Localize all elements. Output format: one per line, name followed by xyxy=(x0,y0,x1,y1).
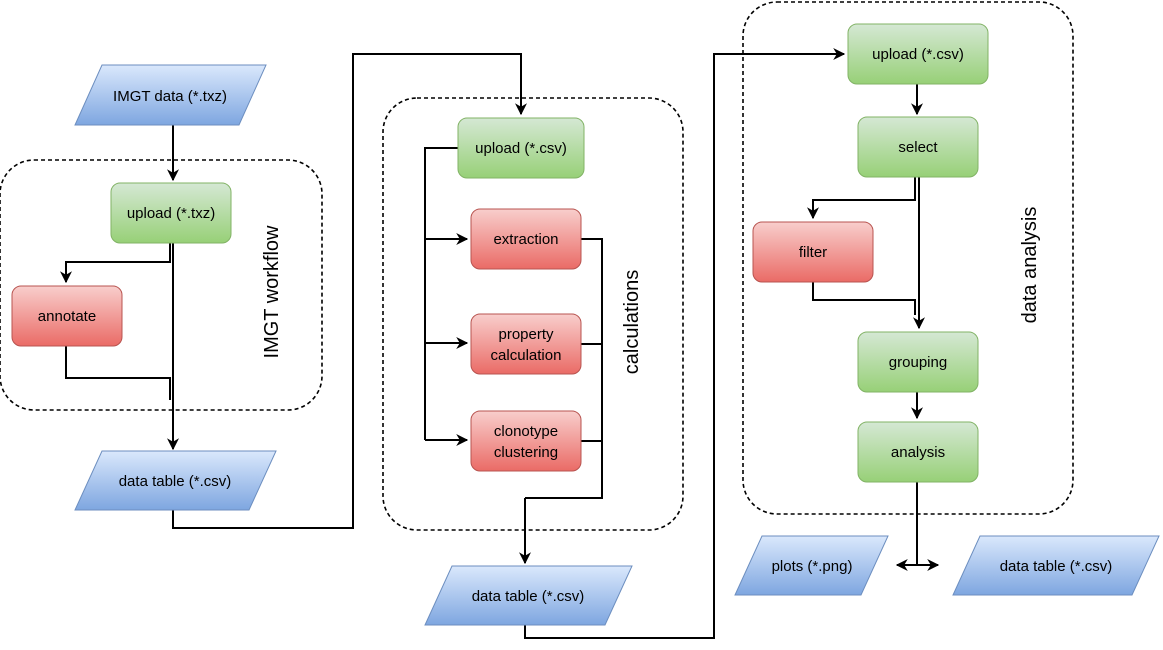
node-imgt-data: IMGT data (*.txz) xyxy=(74,64,267,126)
imgt-workflow-label: IMGT workflow xyxy=(261,225,283,359)
edges xyxy=(60,48,940,639)
upload-csv-calc-label: upload (*.csv) xyxy=(475,140,567,157)
clonotype-label-line1: clonotype xyxy=(494,423,558,440)
data-table-3-label: data table (*.csv) xyxy=(1000,558,1113,575)
node-extraction: extraction xyxy=(470,208,582,270)
node-plots: plots (*.png) xyxy=(734,535,889,596)
node-data-table-2: data table (*.csv) xyxy=(424,565,633,626)
group-imgt-workflow: IMGT workflow xyxy=(0,159,323,411)
grouping-label: grouping xyxy=(889,354,947,371)
node-data-table-1: data table (*.csv) xyxy=(74,450,277,511)
node-grouping: grouping xyxy=(857,331,979,393)
upload-txz-label: upload (*.txz) xyxy=(127,205,215,222)
edge-calc-upload-bus xyxy=(424,147,458,440)
group-calculations: calculations xyxy=(382,97,684,531)
edge-extraction-out xyxy=(525,238,603,499)
plots-label: plots (*.png) xyxy=(772,558,853,575)
edge-annotate-to-datatable xyxy=(65,346,171,400)
select-label: select xyxy=(898,139,938,156)
edge-datatable-to-analysis-upload xyxy=(524,48,846,639)
node-analysis: analysis xyxy=(857,421,979,483)
edge-filter-to-grouping xyxy=(812,282,916,315)
node-select: select xyxy=(857,116,979,178)
property-label-line2: calculation xyxy=(491,347,562,364)
analysis-label: analysis xyxy=(891,444,945,461)
data-analysis-label: data analysis xyxy=(1019,207,1041,324)
edge-select-to-filter xyxy=(807,176,916,220)
property-label-line1: property xyxy=(498,326,554,343)
data-table-2-label: data table (*.csv) xyxy=(472,588,585,605)
node-upload-txz: upload (*.txz) xyxy=(110,182,232,244)
group-data-analysis: data analysis xyxy=(742,1,1074,515)
node-filter: filter xyxy=(752,221,874,283)
filter-label: filter xyxy=(799,244,827,261)
edge-datatable-to-calc-upload xyxy=(172,53,527,529)
edge-upload-to-annotate xyxy=(60,243,171,284)
imgt-workflow-container xyxy=(0,159,323,411)
clonotype-label-line2: clustering xyxy=(494,444,558,461)
data-table-1-label: data table (*.csv) xyxy=(119,473,232,490)
annotate-label: annotate xyxy=(38,308,96,325)
node-annotate: annotate xyxy=(11,285,123,347)
node-data-table-3: data table (*.csv) xyxy=(952,535,1160,596)
upload-csv-analysis-label: upload (*.csv) xyxy=(872,46,964,63)
node-upload-csv-calc: upload (*.csv) xyxy=(457,117,585,179)
node-clonotype-clustering: clonotype clustering xyxy=(470,410,582,472)
calculations-container xyxy=(382,97,684,531)
calculations-label: calculations xyxy=(621,270,643,375)
node-upload-csv-analysis: upload (*.csv) xyxy=(847,23,989,85)
extraction-label: extraction xyxy=(493,231,558,248)
node-property-calculation: property calculation xyxy=(470,313,582,375)
imgt-data-label: IMGT data (*.txz) xyxy=(113,88,227,105)
